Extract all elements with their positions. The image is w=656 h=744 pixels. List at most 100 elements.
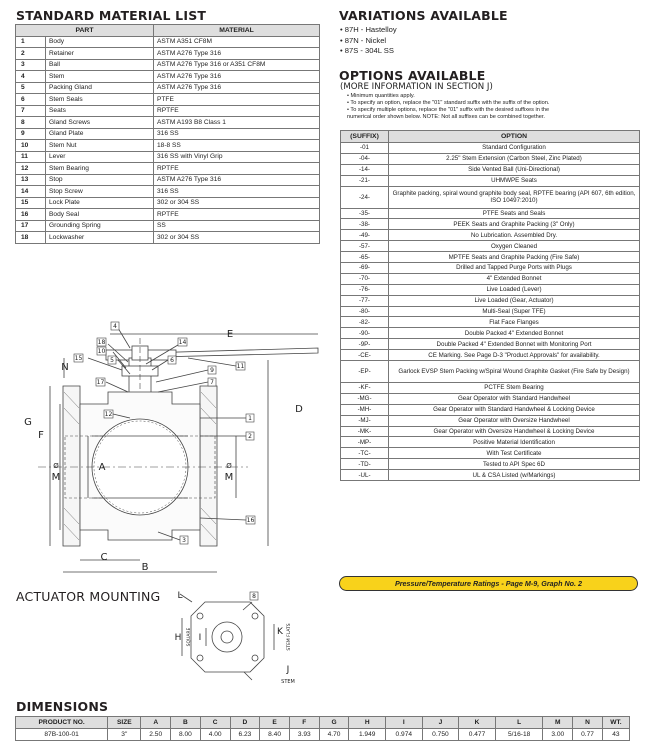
dim-F: F [38,430,44,441]
option-suffix: -MG- [340,392,389,405]
option-row: -69-Drilled and Tapped Purge Ports with … [340,262,640,274]
part-name: Body Seal [45,208,154,221]
part-number: 7 [15,104,46,117]
option-suffix: -38- [340,218,389,231]
variations-list: • 87H - Hastelloy • 87N - Nickel • 87S -… [340,25,397,57]
option-description: Gear Operator with Oversize Handwheel [388,414,640,427]
option-description: Gear Operator with Standard Handwheel & … [388,403,640,416]
part-material: ASTM A351 CF8M [153,35,320,48]
option-description: PCTFE Stem Bearing [388,382,640,394]
variation-item: • 87S - 304L SS [340,46,394,56]
part-material: RPTFE [153,208,320,221]
actuator-label-H: H [175,633,182,643]
part-material: ASTM A193 B8 Class 1 [153,116,320,129]
option-row: -70-4" Extended Bonnet [340,272,640,285]
callout-14: 14 [179,339,187,346]
variation-item: • 87N - Nickel [340,35,387,45]
dimensions-title: DIMENSIONS [16,699,109,714]
part-material: ASTM A276 Type 316 or A351 CF8M [153,58,320,71]
dimensions-cell: 4.00 [199,728,231,741]
variations-title: VARIATIONS AVAILABLE [339,8,508,23]
option-row: -9P-Double Packed 4" Extended Bonnet wit… [340,338,640,351]
dimensions-header-cell: B [170,716,201,729]
option-row: -21-UHMWPE Seats [340,174,640,187]
option-description: 2.25" Stem Extension (Carbon Steel, Zinc… [388,152,640,165]
part-material: 18-8 SS [153,139,320,152]
option-description: Double Packed 4" Extended Bonnet with Mo… [388,338,640,351]
part-number: 5 [15,81,46,94]
part-material: SS [153,219,320,232]
option-description: PTFE Seats and Seals [388,207,640,220]
option-description: Multi-Seal (Super TFE) [388,305,640,318]
dim-A: A [99,462,106,473]
dim-B: B [142,562,149,573]
part-name: Lock Plate [45,196,154,209]
option-suffix: -82- [340,316,389,329]
dimensions-cell: 3" [107,728,142,741]
option-suffix: -57- [340,240,389,253]
part-name: Stem Nut [45,139,154,152]
actuator-label-stem-flats: STEM FLATS [286,623,292,650]
option-suffix: -49- [340,229,389,242]
options-subtitle: (MORE INFORMATION IN SECTION J) [340,82,493,92]
dimensions-cell: 5/16-18 [494,728,544,741]
dim-N: N [61,362,68,373]
option-description: Flat Face Flanges [388,316,640,329]
dimensions-cell: 8.40 [259,728,290,741]
callout-10: 10 [98,348,106,355]
dimensions-cell: 6.23 [229,728,261,741]
material-list-title: STANDARD MATERIAL LIST [16,8,207,23]
dimensions-cell: 4.70 [318,728,350,741]
callout-5: 5 [110,357,114,364]
option-row: -90-Double Packed 4" Extended Bonnet [340,327,640,340]
option-suffix: -35- [340,207,389,220]
dimensions-cell: 3.93 [288,728,320,741]
option-description: Gear Operator with Standard Handwheel [388,392,640,405]
dimensions-header-cell: L [494,716,544,729]
material-header-material: MATERIAL [153,24,320,37]
part-number: 9 [15,127,46,140]
dimensions-header-cell: SIZE [107,716,142,729]
option-suffix: -MH- [340,403,389,416]
dimensions-header-cell: E [259,716,290,729]
option-row: -57-Oxygen Cleaned [340,240,640,253]
part-number: 12 [15,162,46,175]
part-material: ASTM A276 Type 316 [153,173,320,186]
option-suffix: -65- [340,251,389,264]
option-description: Drilled and Tapped Purge Ports with Plug… [388,262,640,274]
option-row: -MH-Gear Operator with Standard Handwhee… [340,403,640,416]
callout-16: 16 [247,517,255,524]
part-material: ASTM A276 Type 316 [153,47,320,60]
options-header-row: (SUFFIX) OPTION [340,130,640,143]
material-header-part: PART [15,24,154,37]
actuator-label-I: I [199,633,202,643]
option-suffix: -80- [340,305,389,318]
option-suffix: -01 [340,142,389,154]
part-number: 10 [15,139,46,152]
dimensions-header-cell: WT. [601,716,631,729]
actuator-mounting-title: ACTUATOR MOUNTING [16,589,161,604]
option-suffix: -MJ- [340,414,389,427]
part-material: 302 or 304 SS [153,231,320,244]
option-suffix: -04- [340,152,389,165]
options-note: • To specify an option, replace the "01"… [347,100,550,106]
dim-C: C [101,552,108,563]
dimensions-header-cell: D [229,716,261,729]
part-name: Lever [45,150,154,163]
part-name: Stem Bearing [45,162,154,175]
dimensions-header-cell: C [199,716,231,729]
dimensions-cell: 8.00 [170,728,201,741]
dim-phi-left: Ø [53,462,59,470]
part-name: Stem Seals [45,93,154,106]
option-suffix: -90- [340,327,389,340]
option-description: Live Loaded (Lever) [388,283,640,296]
part-number: 17 [15,219,46,232]
option-row: -KF-PCTFE Stem Bearing [340,382,640,394]
